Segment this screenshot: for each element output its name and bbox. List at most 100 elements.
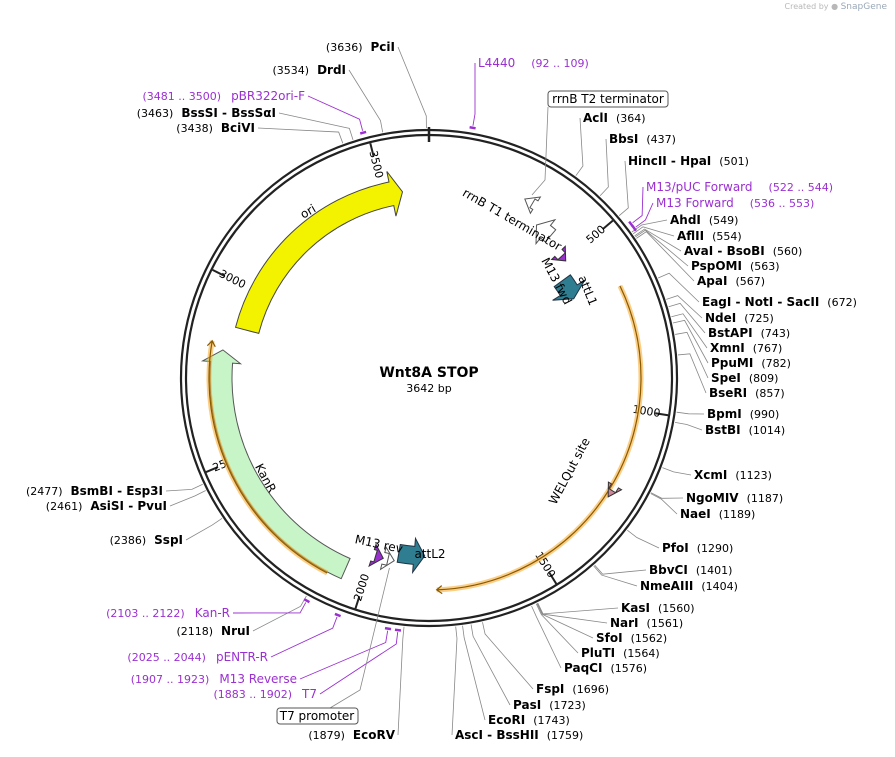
primer-leader-pbr322ori-f	[307, 95, 364, 131]
primer-name: Kan-R	[195, 606, 230, 620]
site-position: (2386)	[110, 534, 147, 547]
primer-pbr322ori-f: (3481 .. 3500)pBR322ori-F	[143, 89, 306, 103]
t7-promoter-box	[276, 707, 359, 725]
snapgene-credit: Created by ● SnapGene	[785, 2, 888, 12]
site-name: PasI	[513, 698, 541, 712]
site-drdi: (3534) DrdI	[272, 63, 346, 77]
primer-leader-pentr-r	[270, 616, 338, 658]
site-pspomi: PspOMI(563)	[691, 259, 780, 273]
snapgene-logo-icon: ●	[831, 2, 839, 11]
t7-promoter-label: T7 promoter	[279, 709, 355, 723]
site-position: (1561)	[647, 617, 684, 630]
leader-ecorv	[397, 626, 405, 736]
site-bstbi: BstBI(1014)	[705, 423, 785, 437]
leader-pasi	[470, 624, 511, 706]
site-position: (3636)	[326, 41, 363, 54]
site-spei: SpeI(809)	[711, 371, 778, 385]
primer-range: (1907 .. 1923)	[131, 673, 210, 686]
site-position: (857)	[755, 387, 785, 400]
site-name: BseRI	[709, 386, 747, 400]
site-nrui: (2118)NruI	[176, 624, 250, 638]
primer-name: L4440	[478, 56, 515, 70]
site-name: AscI - BssHII	[455, 728, 539, 742]
site-position: (2477)	[26, 485, 63, 498]
site-name: SspI	[154, 533, 183, 547]
site-position: (743)	[761, 327, 791, 340]
site-ndei: NdeI(725)	[705, 311, 774, 325]
credit-brand: SnapGene	[840, 2, 887, 12]
leader-nrui	[252, 595, 307, 632]
leader-eagi-noti-sacii	[657, 272, 700, 303]
site-asisi-pvui: (2461) AsiSI - PvuI	[46, 499, 167, 513]
leader-pfoi	[627, 529, 660, 549]
leader-bstbi	[674, 422, 703, 431]
site-kasi: KasI(1560)	[621, 601, 695, 615]
leader-paqci	[531, 605, 562, 669]
site-naei: NaeI (1189)	[680, 507, 755, 521]
site-name: BbvCI	[649, 563, 688, 577]
site-name: BstBI	[705, 423, 741, 437]
site-bpmi: BpmI(990)	[707, 407, 779, 421]
site-position: (1560)	[658, 602, 695, 615]
site-name: SfoI	[596, 631, 623, 645]
site-name: PluTI	[581, 646, 615, 660]
tick-1500	[548, 572, 558, 585]
site-name: PfoI	[662, 541, 689, 555]
primer-range: (536 .. 553)	[750, 197, 815, 210]
site-position: (560)	[773, 245, 803, 258]
rrnb-t1-arrow	[535, 218, 557, 246]
site-position: (2461)	[46, 500, 83, 513]
t7-promoter-arrow	[379, 545, 395, 571]
primer-name: M13 Reverse	[219, 672, 297, 686]
leader-ngomiv	[650, 492, 684, 499]
tick-label-3000: 3000	[217, 267, 248, 291]
site-sspi: (2386) SspI	[110, 533, 183, 547]
welqut-arrow	[607, 481, 623, 498]
primer-bar-m13-reverse	[384, 626, 392, 631]
leader-bstapi	[668, 302, 706, 334]
leader-bbsi	[599, 138, 609, 197]
feature-label-rrnb-t1-terminator: rrnB T1 terminator	[460, 186, 564, 254]
site-paqci: PaqCI(1576)	[564, 661, 647, 675]
leader-bbvci	[594, 564, 647, 575]
site-position: (672)	[827, 296, 857, 309]
site-name: ApaI	[697, 274, 727, 288]
site-xmni: XmnI(767)	[710, 341, 782, 355]
site-name: NarI	[610, 616, 639, 630]
site-name: NaeI	[680, 507, 711, 521]
insert-orf-band-glow	[436, 284, 644, 593]
site-name: BbsI	[609, 132, 638, 146]
primer-name: T7	[301, 687, 317, 701]
site-name: NruI	[221, 624, 250, 638]
leader-bcivi	[257, 127, 344, 144]
site-name: NgoMIV	[686, 491, 739, 505]
leader-pluti	[535, 603, 579, 654]
site-bcivi: (3438)BciVI	[176, 121, 255, 135]
primer-t7: (1883 .. 1902)T7	[213, 687, 317, 701]
site-position: (3534)	[272, 64, 309, 77]
site-position: (1759)	[547, 729, 584, 742]
site-position: (1743)	[533, 714, 570, 727]
leader-apai	[636, 231, 695, 282]
site-position: (1696)	[572, 683, 609, 696]
primer-kan-r: (2103 .. 2122)Kan-R	[106, 606, 230, 620]
site-position: (1404)	[701, 580, 738, 593]
site-name: BssSI - BssSαI	[181, 106, 276, 120]
site-name: EcoRI	[488, 713, 525, 727]
site-name: AflII	[677, 229, 704, 243]
site-name: PspOMI	[691, 259, 742, 273]
leader-xmni	[671, 313, 708, 349]
plasmid-name: Wnt8A STOP	[379, 365, 478, 381]
leader-aflii	[632, 226, 675, 237]
primer-range: (2025 .. 2044)	[127, 651, 206, 664]
site-name: AsiSI - PvuI	[90, 499, 167, 513]
leader-bsmbi-esp3i	[165, 483, 203, 492]
site-pcii: (3636)PciI	[326, 40, 395, 54]
site-position: (1562)	[631, 632, 668, 645]
leader-pspomi	[635, 229, 689, 267]
site-position: (1189)	[719, 508, 756, 521]
primer-m13-reverse: (1907 .. 1923) M13 Reverse	[131, 672, 297, 686]
site-name: HincII - HpaI	[628, 154, 711, 168]
site-name: DrdI	[317, 63, 346, 77]
